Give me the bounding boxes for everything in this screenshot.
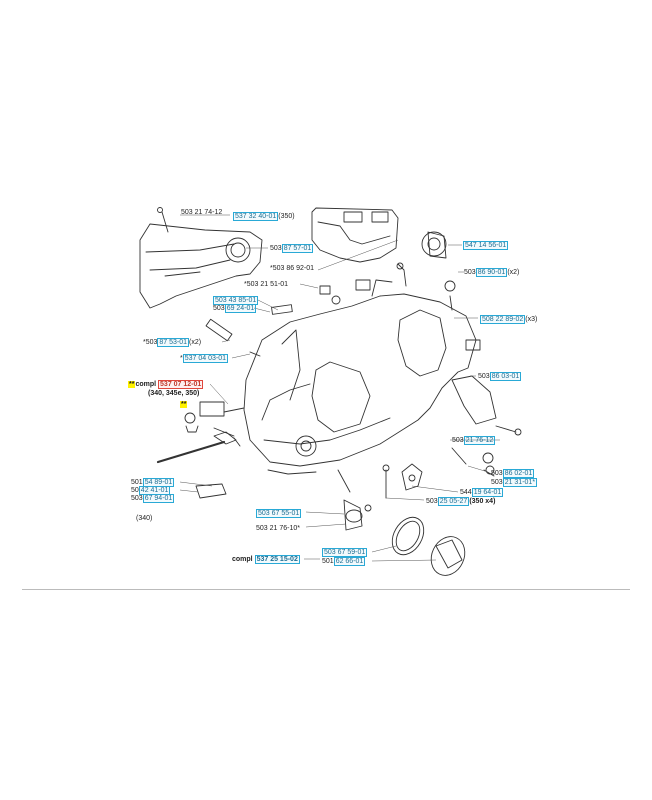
link-503-43-85-01[interactable]: 503 43 85-01 xyxy=(213,296,259,305)
label-537-32-40-01: 537 32 40-01(350) xyxy=(233,212,295,221)
link-537-04-03-01[interactable]: 537 04 03-01 xyxy=(182,354,228,363)
link-537-07-12-01[interactable]: 537 07 12-01 xyxy=(158,380,204,389)
side-cover xyxy=(139,223,263,309)
link-501-62-66-01[interactable]: 62 66-01 xyxy=(333,557,366,566)
link-503-87-53-01[interactable]: 87 53-01 xyxy=(157,338,190,347)
link-503-86-03-01[interactable]: 86 03-01 xyxy=(489,372,522,381)
label-503-67-59-01: 503 67 59-01 xyxy=(322,548,368,557)
label-503-86-92-01: *503 86 92-01 xyxy=(270,265,314,272)
crankcase xyxy=(243,293,477,467)
label-508-22-89-02: 508 22 89-02(x3) xyxy=(480,315,538,324)
link-503-87-57-01[interactable]: 87 57-01 xyxy=(281,244,314,253)
link-547-14-56-01[interactable]: 547 14 56-01 xyxy=(463,241,509,250)
link-503-86-90-01[interactable]: 86 90-01 xyxy=(475,268,508,277)
link-503-69-24-01[interactable]: 69 24-01 xyxy=(224,304,257,313)
label-503-43-85-01: 503 43 85-01 xyxy=(213,296,259,305)
link-537-32-40-01[interactable]: 537 32 40-01 xyxy=(233,212,279,221)
label-compl-537-07-12-01: **compl 537 07 12-01 xyxy=(128,380,204,389)
label-compl-537-25-15-02: compl 537 25 15-02 xyxy=(232,555,300,564)
link-537-25-15-02[interactable]: 537 25 15-02 xyxy=(254,555,300,564)
link-544-19-64-01[interactable]: 19 64-01 xyxy=(471,488,504,497)
link-503-67-59-01[interactable]: 503 67 59-01 xyxy=(322,548,368,557)
link-503-67-94-01[interactable]: 67 94-01 xyxy=(142,494,175,503)
tank-cap xyxy=(430,536,466,576)
label-340: (340) xyxy=(136,515,153,522)
link-508-22-89-02[interactable]: 508 22 89-02 xyxy=(480,315,526,324)
label-compl-models: (340, 345e, 350) xyxy=(148,390,200,397)
marker-compl-1: ** xyxy=(128,381,136,388)
link-503-86-02-01[interactable]: 86 02-01 xyxy=(502,469,535,478)
link-503-67-55-01[interactable]: 503 67 55-01 xyxy=(256,509,302,518)
page-divider xyxy=(22,589,630,590)
link-505-42-41-01[interactable]: 42 41-01 xyxy=(138,486,171,495)
label-503-21-76-10: 503 21 76-10* xyxy=(256,525,300,532)
label-503-21-74-12: 503 21 74-12 xyxy=(181,209,223,216)
label-537-04-03-01: *537 04 03-01 xyxy=(180,354,228,363)
link-501-54-89-01[interactable]: 54 89-01 xyxy=(142,478,175,487)
label-547-14-56-01: 547 14 56-01 xyxy=(463,241,509,250)
heat-shield xyxy=(451,375,497,425)
marker-2: ** xyxy=(180,401,188,408)
upper-housing xyxy=(311,207,399,263)
label-503-21-51-01: *503 21 51-01 xyxy=(244,281,288,288)
gasket-ring xyxy=(391,516,425,556)
link-503-21-31-01[interactable]: 21 31-01* xyxy=(502,478,538,487)
label-503-67-55-01: 503 67 55-01 xyxy=(256,509,302,518)
link-503-25-05-27[interactable]: 25 05-27 xyxy=(437,497,470,506)
link-503-21-76-12[interactable]: 21 76-12 xyxy=(463,436,496,445)
